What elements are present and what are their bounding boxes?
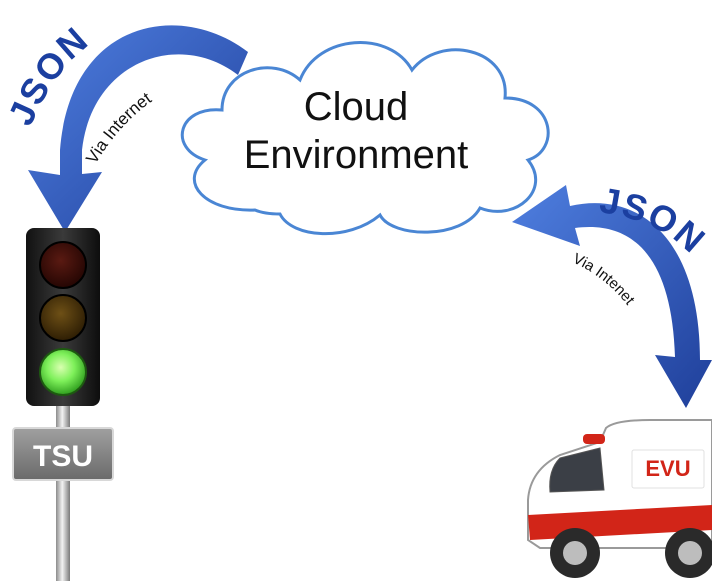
ambulance — [527, 419, 712, 578]
cloud-shape — [180, 41, 550, 236]
tsu-sign — [12, 427, 114, 481]
right-arrow — [512, 185, 712, 408]
tsu-label: TSU — [33, 440, 93, 473]
evu-label: EVU — [645, 456, 690, 481]
amber-light — [39, 294, 87, 342]
traffic-light — [26, 228, 100, 581]
left-arrow — [28, 25, 248, 233]
right-link-transport: Via Intenet — [570, 250, 638, 309]
cloud-title-line-2: Environment — [244, 133, 469, 177]
cloud-title-line-1: Cloud — [304, 85, 409, 129]
green-light — [39, 348, 87, 396]
red-light — [39, 241, 87, 289]
siren — [583, 434, 605, 444]
